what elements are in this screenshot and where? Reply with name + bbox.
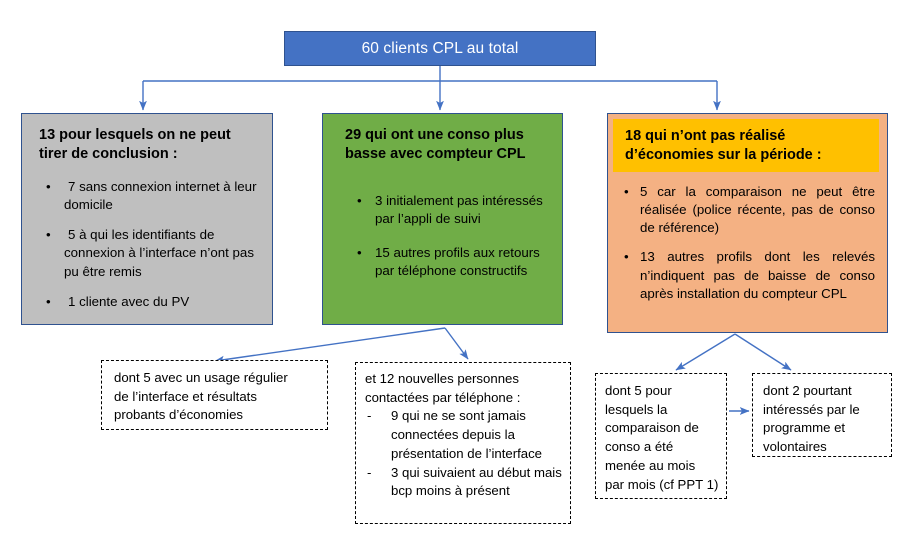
bullet-item: • 13 autres profils dont les relevés n’i…: [624, 248, 875, 302]
bullet-text: 1 cliente avec du PV: [68, 293, 190, 309]
note-line: intéressés par le: [763, 401, 860, 417]
note-line: de l’interface et résultats: [114, 388, 257, 404]
note-box-new-contacts: et 12 nouvelles personnes contactées par…: [355, 362, 571, 524]
bullet-item: • 5 à qui les identifiants de connexion …: [46, 226, 258, 280]
category-box-no-savings: 18 qui n’ont pas réalisé d’économies sur…: [607, 113, 888, 333]
note-line: volontaires: [763, 439, 827, 455]
category-bullet-list-no-conclusion: • 7 sans connexion internet à leur domic…: [46, 178, 258, 310]
category-title-no-conclusion: 13 pour lesquels on ne peut tirer de con…: [39, 127, 231, 163]
note-line: dont 5 avec un usage régulier: [114, 370, 288, 385]
bullet-marker-icon: •: [624, 184, 629, 200]
bullet-text: 13 autres profils dont les relevés n’ind…: [640, 249, 875, 301]
bullet-text: 3 initialement pas intéressés par l’appl…: [375, 193, 543, 227]
note-sub-bullet: - 9 qui ne se sont jamais connectées dep…: [365, 407, 562, 463]
note-line: dont 5 pour: [605, 383, 672, 398]
bullet-text: 5 à qui les identifiants de connexion à …: [64, 227, 254, 279]
note-sub-bullet-text: 9 qui ne se sont jamais connectées depui…: [391, 408, 543, 461]
bullet-item: • 7 sans connexion internet à leur domic…: [46, 178, 258, 214]
note-line: par mois (cf PPT 1): [605, 476, 719, 492]
category-bullet-list-no-savings: • 5 car la comparaison ne peut être réal…: [624, 183, 875, 302]
note-line: dont 2 pourtant: [763, 383, 852, 398]
bullet-item: • 15 autres profils aux retours par télé…: [357, 244, 552, 280]
bullet-text: 7 sans connexion internet à leur domicil…: [64, 179, 257, 213]
bullet-text: 15 autres profils aux retours par téléph…: [375, 245, 540, 279]
bullet-item: • 5 car la comparaison ne peut être réal…: [624, 183, 875, 237]
root-node-total-clients: 60 clients CPL au total: [284, 31, 596, 66]
bullet-item: • 3 initialement pas intéressés par l’ap…: [357, 192, 552, 228]
bullet-marker-icon: •: [624, 249, 629, 265]
category-box-no-conclusion: 13 pour lesquels on ne peut tirer de con…: [21, 113, 273, 325]
category-bullet-list-lower-consumption: • 3 initialement pas intéressés par l’ap…: [357, 192, 552, 280]
note-line: conso a été: [605, 439, 674, 455]
bullet-marker-icon: •: [357, 193, 362, 209]
dash-marker-icon: -: [367, 408, 372, 424]
note-sub-bullet: - 3 qui suivaient au début mais bcp moin…: [365, 464, 562, 501]
note-sub-bullet-list: - 9 qui ne se sont jamais connectées dep…: [365, 407, 562, 501]
note-line: probants d’économies: [114, 407, 244, 423]
note-sub-bullet-text: 3 qui suivaient au début mais bcp moins …: [391, 464, 562, 499]
category-title-no-savings: 18 qui n’ont pas réalisé d’économies sur…: [613, 119, 879, 173]
note-box-volunteers: dont 2 pourtant intéressés par le progra…: [752, 373, 892, 457]
category-title-lower-consumption: 29 qui ont une conso plus basse avec com…: [345, 127, 526, 163]
bullet-item: • 1 cliente avec du PV: [46, 293, 258, 311]
note-box-month-by-month: dont 5 pour lesquels la comparaison de c…: [595, 373, 727, 499]
note-line: et 12 nouvelles personnes: [365, 371, 519, 386]
note-line: comparaison de: [605, 420, 699, 436]
note-line: programme et: [763, 420, 846, 436]
note-line: contactées par téléphone :: [365, 389, 521, 405]
dash-marker-icon: -: [367, 464, 372, 480]
bullet-marker-icon: •: [357, 245, 362, 261]
bullet-marker-icon: •: [46, 293, 51, 309]
bullet-text: 5 car la comparaison ne peut être réalis…: [640, 184, 875, 236]
note-box-regular-usage: dont 5 avec un usage régulier de l’inter…: [101, 360, 328, 430]
bullet-marker-icon: •: [46, 227, 51, 243]
note-line: menée au mois: [605, 457, 696, 473]
category-box-lower-consumption: 29 qui ont une conso plus basse avec com…: [322, 113, 563, 325]
note-line: lesquels la: [605, 401, 668, 417]
bullet-marker-icon: •: [46, 179, 51, 195]
root-node-label: 60 clients CPL au total: [361, 39, 519, 57]
